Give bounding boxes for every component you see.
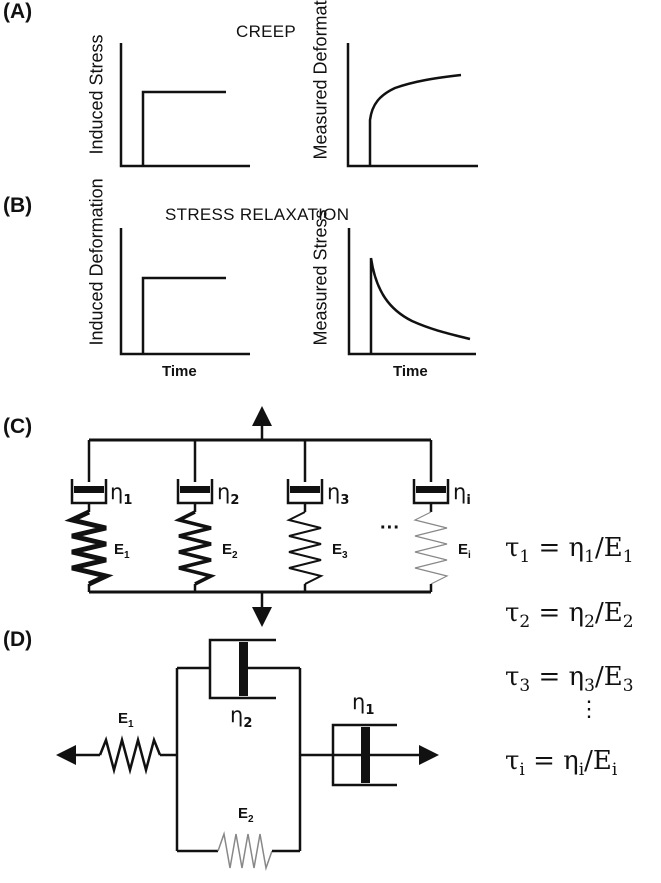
branch-i: [412, 440, 450, 592]
spring-i: [413, 511, 449, 585]
equation-tau-i: τi = ηi/Ei: [505, 746, 618, 781]
eta-i-label: ηi: [453, 480, 471, 509]
spring-1: [64, 509, 114, 587]
dashpot-eta2: [208, 638, 276, 700]
d-eta1-label: η1: [352, 690, 375, 719]
induced-deformation-ylabel: Induced Deformation: [86, 178, 107, 346]
creep-stress-plot: [119, 43, 250, 168]
equation-tau-1: τ1 = η1/E1: [505, 533, 634, 568]
creep-title: CREEP: [236, 22, 297, 41]
dashpot-eta1: [331, 723, 397, 787]
branch-1: [64, 440, 114, 592]
panel-label-b: (B): [3, 194, 33, 217]
measured-deformation-ylabel: Measured Deformation: [310, 0, 331, 160]
relaxation-curve: [369, 257, 471, 354]
branch-ellipsis: ···: [380, 517, 400, 539]
measured-stress-ylabel: Measured Stress: [310, 209, 331, 346]
equation-tau-3: τ3 = η3/E3: [505, 662, 634, 697]
eta-3-label: η3: [327, 480, 350, 509]
eta-2-label: η2: [217, 480, 240, 509]
spring-2: [173, 510, 217, 586]
panel-label-d: (D): [3, 628, 33, 651]
eta-1-label: η1: [110, 480, 133, 509]
e-2-label: E2: [222, 541, 238, 561]
creep-curve: [368, 73, 462, 166]
relaxation-deformation-plot: [119, 228, 250, 356]
induced-stress-ylabel: Induced Stress: [86, 34, 107, 155]
creep-deformation-plot: [346, 43, 478, 168]
plot-axes: [119, 43, 250, 168]
e-3-label: E3: [332, 541, 348, 561]
plot-axes: [347, 228, 476, 356]
equation-ellipsis: ⋮: [578, 696, 600, 721]
step-curve: [141, 276, 226, 354]
spring-e2: [217, 831, 273, 871]
d-e1-label: E1: [118, 710, 134, 730]
branch-3: [286, 440, 324, 592]
maxwell-model: [64, 406, 450, 627]
plot-axes: [346, 43, 478, 168]
panel-label-a: (A): [3, 0, 33, 23]
burgers-model: [56, 638, 439, 871]
branch-2: [173, 440, 217, 592]
stress-relaxation-title: STRESS RELAXATION: [165, 205, 350, 224]
spring-3: [286, 511, 324, 585]
step-curve: [141, 90, 226, 166]
d-eta2-label: η2: [230, 703, 253, 732]
e-i-label: Ei: [458, 541, 471, 561]
e-1-label: E1: [114, 541, 130, 561]
relaxation-stress-plot: [347, 228, 476, 356]
time-xlabel-right: Time: [393, 363, 428, 380]
equation-tau-2: τ2 = η2/E2: [505, 598, 634, 633]
d-e2-label: E2: [238, 805, 254, 825]
time-xlabel-left: Time: [162, 363, 197, 380]
spring-e1: [98, 735, 162, 775]
plot-axes: [119, 228, 250, 356]
panel-label-c: (C): [3, 415, 33, 438]
